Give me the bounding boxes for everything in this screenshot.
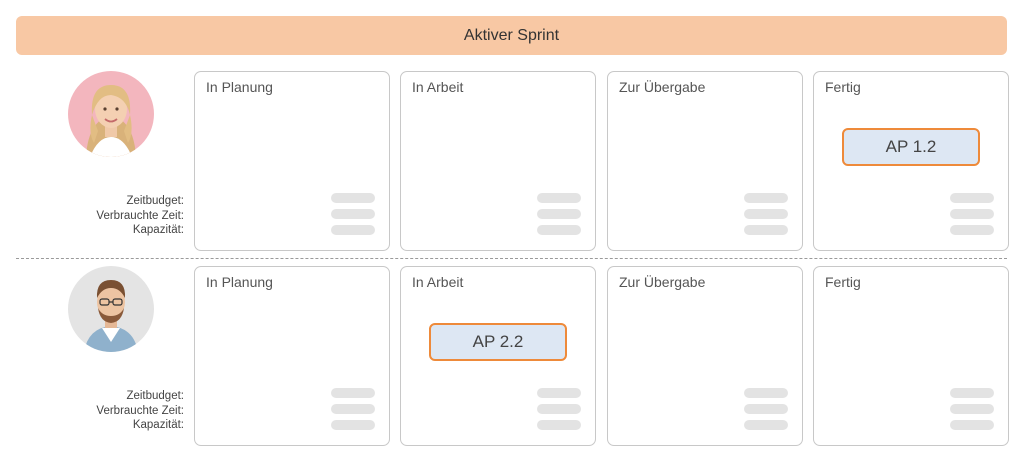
lane-divider: [16, 258, 1007, 259]
task-card[interactable]: AP 1.2: [842, 128, 980, 166]
column-title: In Arbeit: [412, 79, 464, 95]
column-in-planung[interactable]: In Planung: [194, 71, 390, 251]
capacity-label: Kapazität:: [132, 419, 184, 431]
column-title: In Planung: [206, 274, 273, 290]
placeholder-bar: [950, 193, 994, 203]
placeholder-bar: [537, 404, 581, 414]
time-stats: Zeitbudget: Verbrauchte Zeit: Kapazität:: [40, 194, 184, 238]
avatar[interactable]: [68, 266, 154, 352]
placeholder-bar: [331, 388, 375, 398]
placeholder-bar: [537, 420, 581, 430]
used-time-label: Verbrauchte Zeit:: [96, 404, 184, 417]
placeholder-bar: [744, 388, 788, 398]
placeholder-bar: [950, 209, 994, 219]
sprint-title: Aktiver Sprint: [463, 26, 560, 44]
placeholder-bar: [744, 193, 788, 203]
column-title: In Arbeit: [412, 274, 464, 290]
placeholder-bar: [744, 420, 788, 430]
placeholder-bar: [744, 404, 788, 414]
placeholder-bar: [950, 420, 994, 430]
placeholder-bar: [537, 209, 581, 219]
placeholder-bar: [331, 193, 375, 203]
column-fertig[interactable]: Fertig: [813, 266, 1009, 446]
placeholder-bar: [950, 225, 994, 235]
placeholder-bar: [537, 225, 581, 235]
placeholder-bar: [950, 388, 994, 398]
column-zur-uebergabe[interactable]: Zur Übergabe: [607, 71, 803, 251]
placeholder-bar: [331, 225, 375, 235]
placeholder-bar: [744, 225, 788, 235]
placeholder-bar: [537, 388, 581, 398]
sprint-banner: Aktiver Sprint: [16, 16, 1007, 55]
placeholder-bar: [744, 209, 788, 219]
column-title: Fertig: [825, 79, 861, 95]
column-title: Zur Übergabe: [619, 274, 706, 290]
placeholder-bar: [331, 209, 375, 219]
column-in-arbeit[interactable]: In Arbeit: [400, 71, 596, 251]
time-budget-label: Zeitbudget:: [126, 390, 184, 402]
placeholder-bar: [950, 404, 994, 414]
team-member-lane: Zeitbudget: Verbrauchte Zeit: Kapazität:…: [0, 71, 1024, 253]
used-time-label: Verbrauchte Zeit:: [96, 209, 184, 222]
task-card[interactable]: AP 2.2: [429, 323, 567, 361]
column-in-planung[interactable]: In Planung: [194, 266, 390, 446]
placeholder-bar: [537, 193, 581, 203]
team-member-lane: Zeitbudget: Verbrauchte Zeit: Kapazität:…: [0, 266, 1024, 448]
time-budget-label: Zeitbudget:: [126, 195, 184, 207]
time-stats: Zeitbudget: Verbrauchte Zeit: Kapazität:: [40, 389, 184, 433]
column-title: Fertig: [825, 274, 861, 290]
column-in-arbeit[interactable]: In Arbeit AP 2.2: [400, 266, 596, 446]
placeholder-bar: [331, 420, 375, 430]
column-fertig[interactable]: Fertig AP 1.2: [813, 71, 1009, 251]
column-zur-uebergabe[interactable]: Zur Übergabe: [607, 266, 803, 446]
avatar[interactable]: [68, 71, 154, 157]
placeholder-bar: [331, 404, 375, 414]
column-title: Zur Übergabe: [619, 79, 706, 95]
column-title: In Planung: [206, 79, 273, 95]
capacity-label: Kapazität:: [132, 224, 184, 236]
